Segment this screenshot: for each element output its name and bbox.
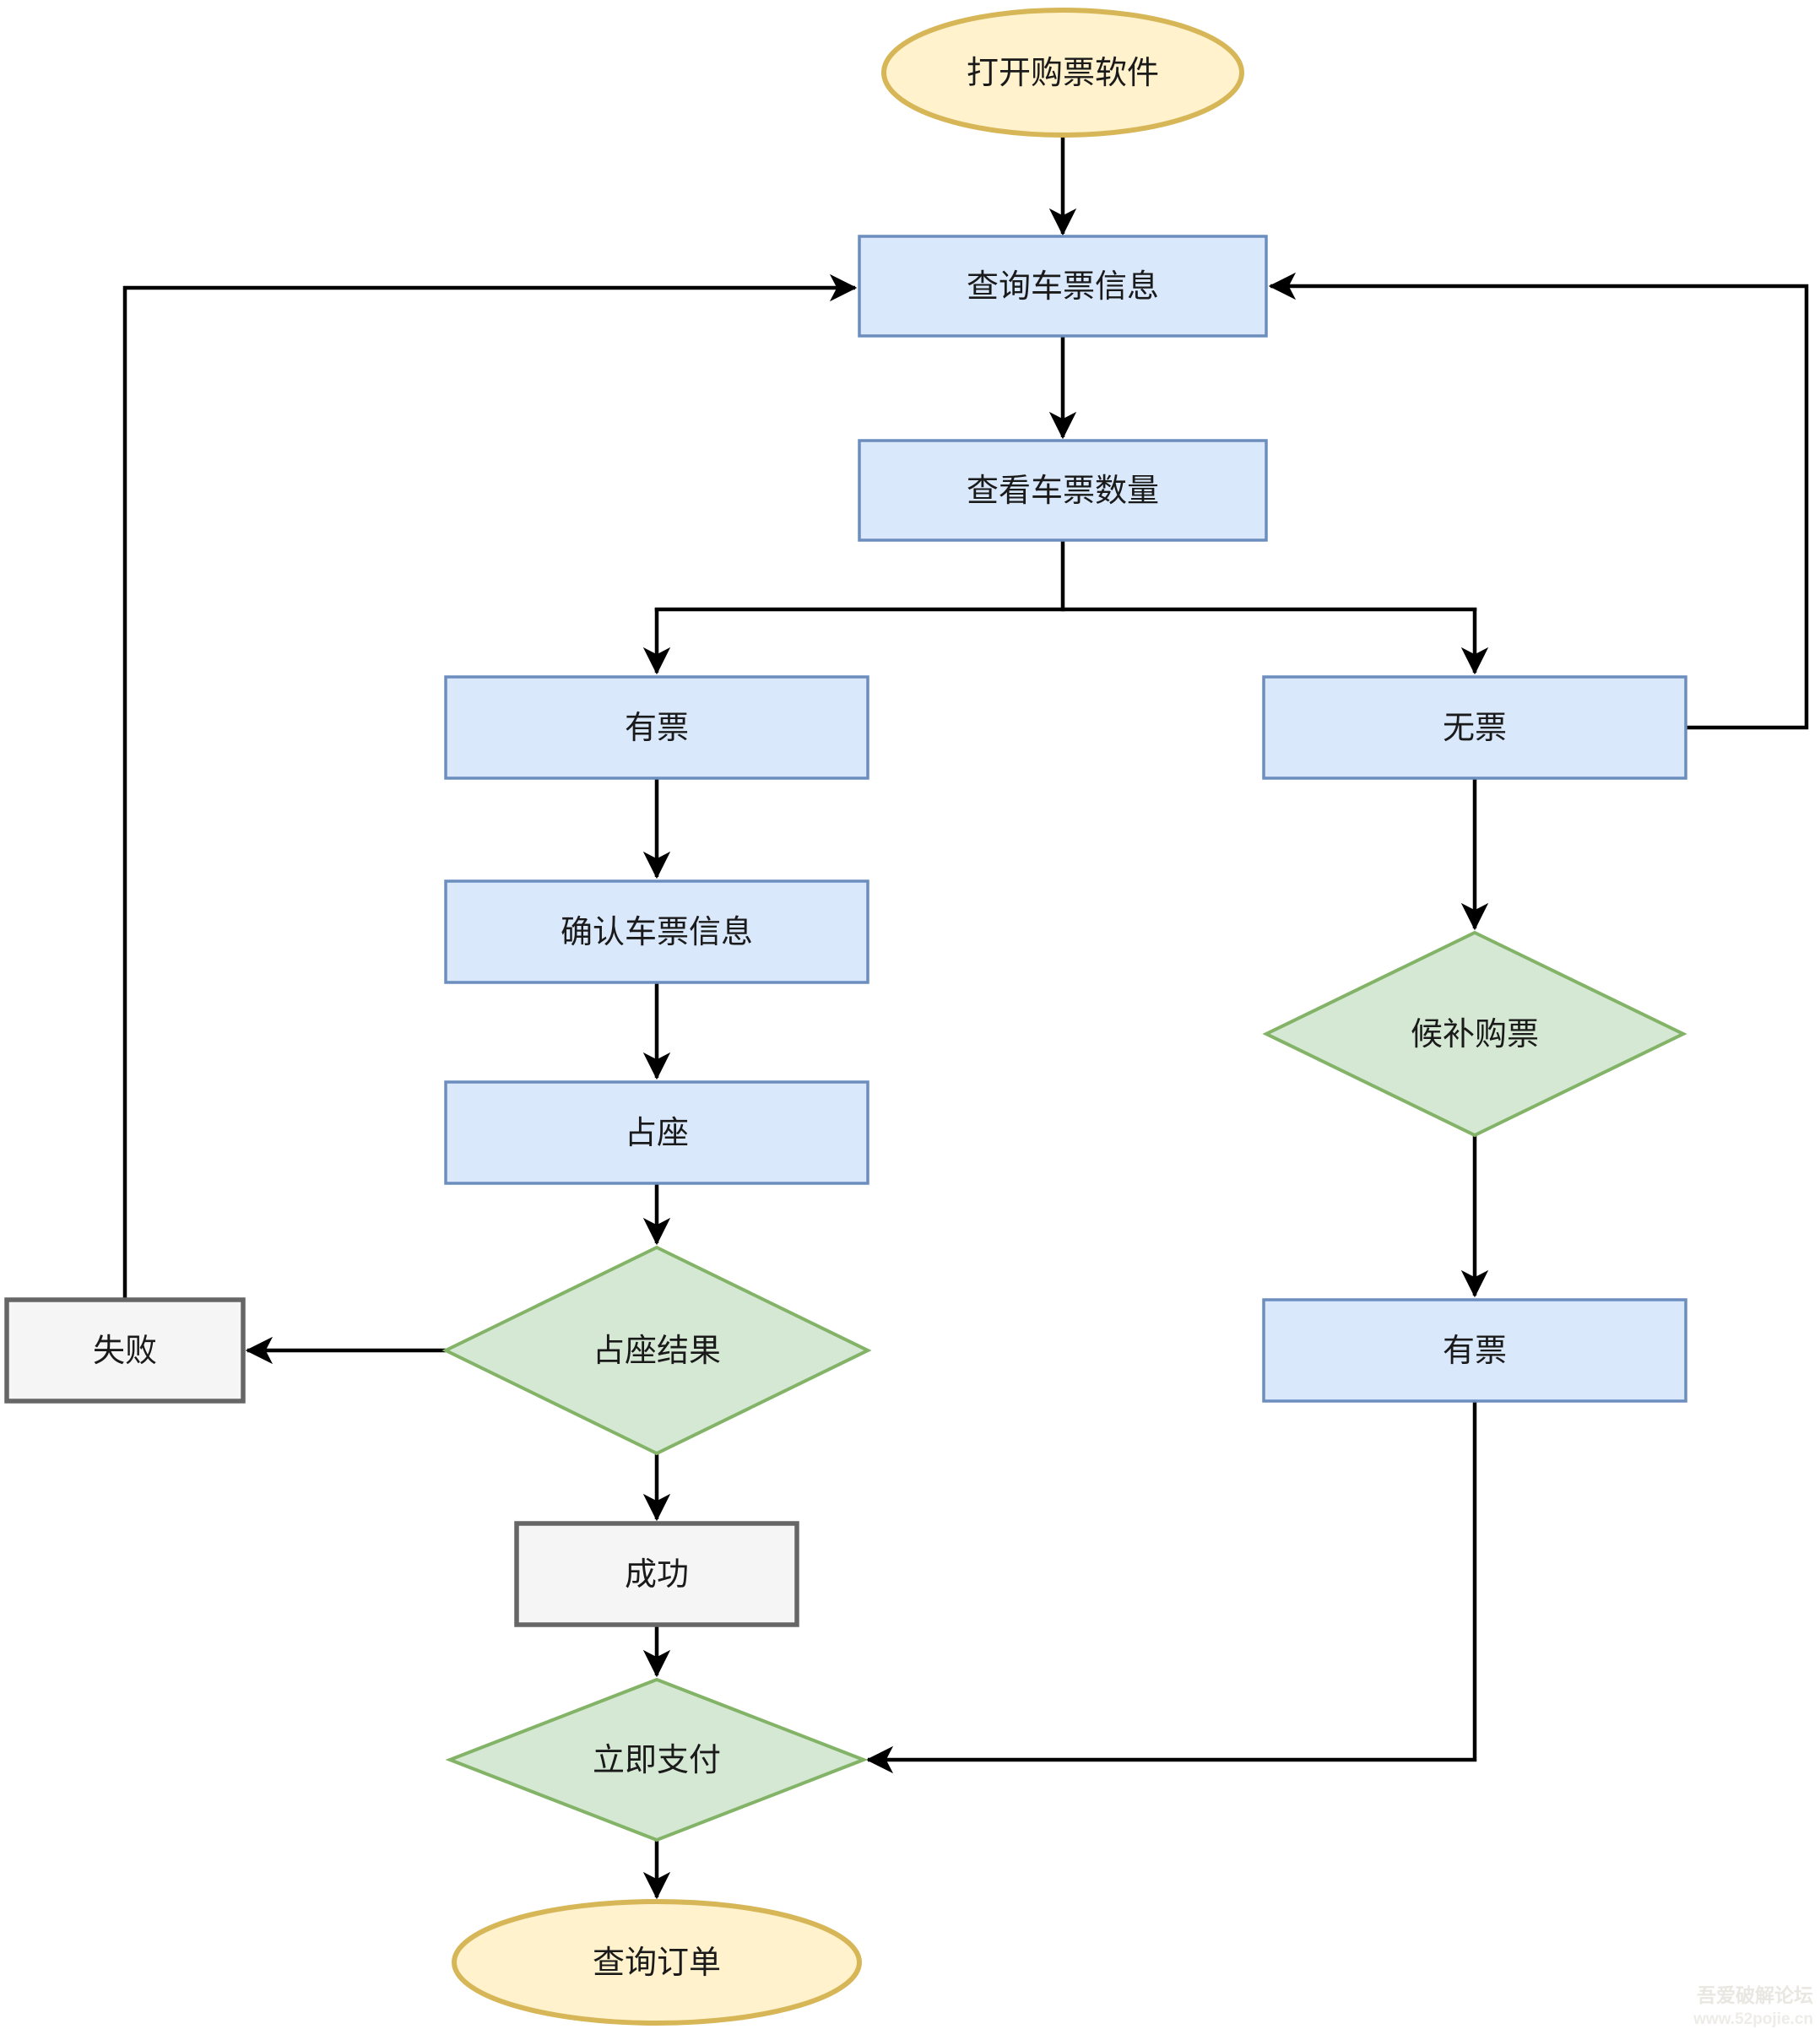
fail-label: 失败 [93, 1334, 157, 1369]
node-query-order: 查询订单 [452, 1899, 862, 2026]
success-label: 成功 [625, 1557, 689, 1593]
node-start: 打开购票软件 [881, 8, 1244, 138]
node-has-ticket-left: 有票 [444, 675, 869, 780]
hold-seat-label: 占座 [625, 1116, 689, 1151]
edge-hasticket-pay [865, 1401, 1477, 1774]
query-ticket-shape [858, 235, 1268, 338]
has-ticket-left-shape [444, 675, 869, 780]
has-ticket-right-shape [1262, 1298, 1687, 1403]
pay-now-shape [445, 1677, 869, 1842]
watermark: 吾爱破解论坛 www.52pojie.cn [1693, 1984, 1813, 2028]
node-fail: 失败 [4, 1297, 246, 1404]
node-has-ticket-right: 有票 [1262, 1298, 1687, 1403]
node-seat-result: 占座结果 [441, 1245, 872, 1456]
pay-now-label: 立即支付 [593, 1743, 721, 1778]
confirm-info-label: 确认车票信息 [561, 915, 753, 950]
node-pay-now: 立即支付 [445, 1677, 869, 1842]
watermark-line1: 吾爱破解论坛 [1697, 1984, 1813, 2006]
start-label: 打开购票软件 [967, 56, 1159, 91]
check-count-shape [858, 439, 1268, 542]
node-hold-seat: 占座 [444, 1080, 869, 1185]
edge-fail-loop-query [122, 273, 858, 1300]
node-confirm-info: 确认车票信息 [444, 879, 869, 984]
no-ticket-shape [1262, 675, 1687, 780]
query-order-label: 查询订单 [593, 1945, 721, 1981]
has-ticket-right-label: 有票 [1443, 1334, 1507, 1369]
edges-layer [122, 137, 1809, 1900]
node-query-ticket: 查询车票信息 [858, 235, 1268, 338]
waitlist-shape [1262, 930, 1687, 1138]
node-no-ticket: 无票 [1262, 675, 1687, 780]
query-order-shape [452, 1899, 862, 2026]
edge-noticket-loop-query [1268, 272, 1809, 730]
node-waitlist: 候补购票 [1262, 930, 1687, 1138]
watermark-line2: www.52pojie.cn [1693, 2010, 1813, 2028]
waitlist-label: 候补购票 [1411, 1017, 1539, 1052]
no-ticket-label: 无票 [1443, 711, 1507, 746]
success-shape [514, 1521, 799, 1627]
hold-seat-shape [444, 1080, 869, 1185]
seat-result-shape [441, 1245, 872, 1456]
query-ticket-label: 查询车票信息 [967, 269, 1159, 305]
node-success: 成功 [514, 1521, 799, 1627]
check-count-label: 查看车票数量 [967, 473, 1159, 509]
node-check-count: 查看车票数量 [858, 439, 1268, 542]
confirm-info-shape [444, 879, 869, 984]
seat-result-label: 占座结果 [593, 1334, 721, 1369]
start-ellipse-shape [881, 8, 1244, 138]
fail-shape [4, 1297, 246, 1404]
has-ticket-left-label: 有票 [625, 711, 689, 746]
